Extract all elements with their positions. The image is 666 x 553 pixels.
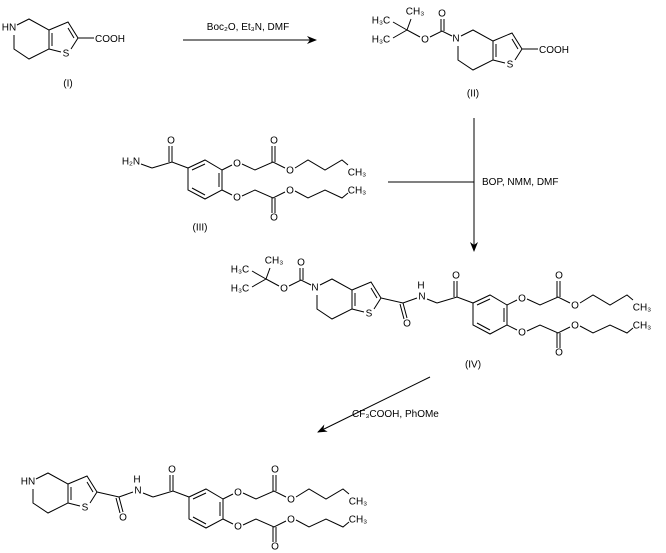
boc-group: N O O CH₃ H₃C H₃C xyxy=(231,256,319,295)
amide-linker: O N H xyxy=(96,475,154,524)
amine-label: HN xyxy=(2,23,16,34)
compound-II: S N O O CH₃ H₃C H₃C COOH xyxy=(372,7,569,71)
methyl-label: CH₃ xyxy=(348,186,367,197)
compound-label-I: (I) xyxy=(63,79,72,90)
oxygen-atom: O xyxy=(555,348,563,359)
sulfur-atom: S xyxy=(82,503,89,514)
nitrogen-atom: N xyxy=(418,292,425,303)
oxygen-atom: O xyxy=(286,166,294,177)
nitrogen-atom: N xyxy=(134,486,141,497)
methyl-label: CH₃ xyxy=(348,168,367,179)
methyl-label: CH₃ xyxy=(349,515,368,526)
oxygen-atom: O xyxy=(167,136,175,147)
compound-label-III: (III) xyxy=(193,223,208,234)
compound-III: O O O O CH₃ O O O CH₃ H₂N xyxy=(122,136,366,224)
oxygen-atom: O xyxy=(518,328,526,339)
oxygen-atom: O xyxy=(119,513,127,524)
nitrogen-atom: N xyxy=(311,283,318,294)
hydrogen-atom: H xyxy=(133,475,140,486)
thienopyridine-core: S xyxy=(316,278,382,320)
methyl-label: CH₃ xyxy=(406,7,425,18)
reagents-step-3: CF₃COOH, PhOMe xyxy=(352,409,439,420)
oxygen-atom: O xyxy=(270,213,278,224)
oxygen-atom: O xyxy=(438,9,446,20)
methyl-label: CH₃ xyxy=(349,497,368,508)
oxygen-atom: O xyxy=(287,515,295,526)
sulfur-atom: S xyxy=(63,49,70,60)
oxygen-atom: O xyxy=(234,522,242,533)
oxygen-atom: O xyxy=(233,159,241,170)
oxygen-atom: O xyxy=(280,284,288,295)
methyl-label: CH₃ xyxy=(633,321,652,332)
methyl-label: H₃C xyxy=(372,35,391,46)
aryl-diester-fragment: O O O O CH₃ O O O CH₃ xyxy=(436,271,652,359)
oxygen-atom: O xyxy=(452,271,460,282)
oxygen-atom: O xyxy=(233,193,241,204)
oxygen-atom: O xyxy=(168,465,176,476)
oxygen-atom: O xyxy=(555,271,563,282)
aryl-diester-fragment: O O O O CH₃ O O O CH₃ xyxy=(152,465,368,553)
thienopyridine-core: S xyxy=(457,29,523,71)
oxygen-atom: O xyxy=(271,542,279,553)
compound-label-II: (II) xyxy=(467,89,479,100)
thienopyridine-core: S xyxy=(32,472,98,514)
oxygen-atom: O xyxy=(271,465,279,476)
compound-I: S HN COOH xyxy=(2,18,125,60)
amine-label: HN xyxy=(21,477,35,488)
oxygen-atom: O xyxy=(403,319,411,330)
nitrogen-atom: N xyxy=(452,34,459,45)
thienopyridine-core: S xyxy=(13,18,79,60)
methyl-label: CH₃ xyxy=(265,256,284,267)
acid-label: COOH xyxy=(95,34,125,45)
acid-label: COOH xyxy=(539,45,569,56)
amide-linker: O N H xyxy=(380,281,438,330)
hydrogen-atom: H xyxy=(417,281,424,292)
sulfur-atom: S xyxy=(366,309,373,320)
amine-label: H₂N xyxy=(122,157,140,168)
oxygen-atom: O xyxy=(297,258,305,269)
compound-label-IV: (IV) xyxy=(465,360,481,371)
methyl-label: H₃C xyxy=(231,284,250,295)
sulfur-atom: S xyxy=(507,60,514,71)
oxygen-atom: O xyxy=(571,321,579,332)
reagents-step-2: BOP, NMM, DMF xyxy=(482,177,558,188)
methyl-label: H₃C xyxy=(231,265,250,276)
methyl-label: CH₃ xyxy=(633,303,652,314)
oxygen-atom: O xyxy=(270,136,278,147)
reagents-step-1: Boc₂O, Et₃N, DMF xyxy=(207,22,289,33)
oxygen-atom: O xyxy=(287,495,295,506)
reaction-arrow-3 xyxy=(317,376,431,433)
oxygen-atom: O xyxy=(518,294,526,305)
aryl-diester-fragment: O O O O CH₃ O O O CH₃ xyxy=(151,136,367,224)
final-product: S HN O N H O O O O CH₃ O O O CH₃ xyxy=(21,465,367,553)
boc-group: N O O CH₃ H₃C H₃C xyxy=(372,7,460,46)
methyl-label: H₃C xyxy=(372,16,391,27)
oxygen-atom: O xyxy=(286,186,294,197)
oxygen-atom: O xyxy=(571,301,579,312)
oxygen-atom: O xyxy=(421,35,429,46)
oxygen-atom: O xyxy=(234,488,242,499)
compound-IV: S N O O CH₃ H₃C H₃C O N H O O xyxy=(231,256,652,359)
